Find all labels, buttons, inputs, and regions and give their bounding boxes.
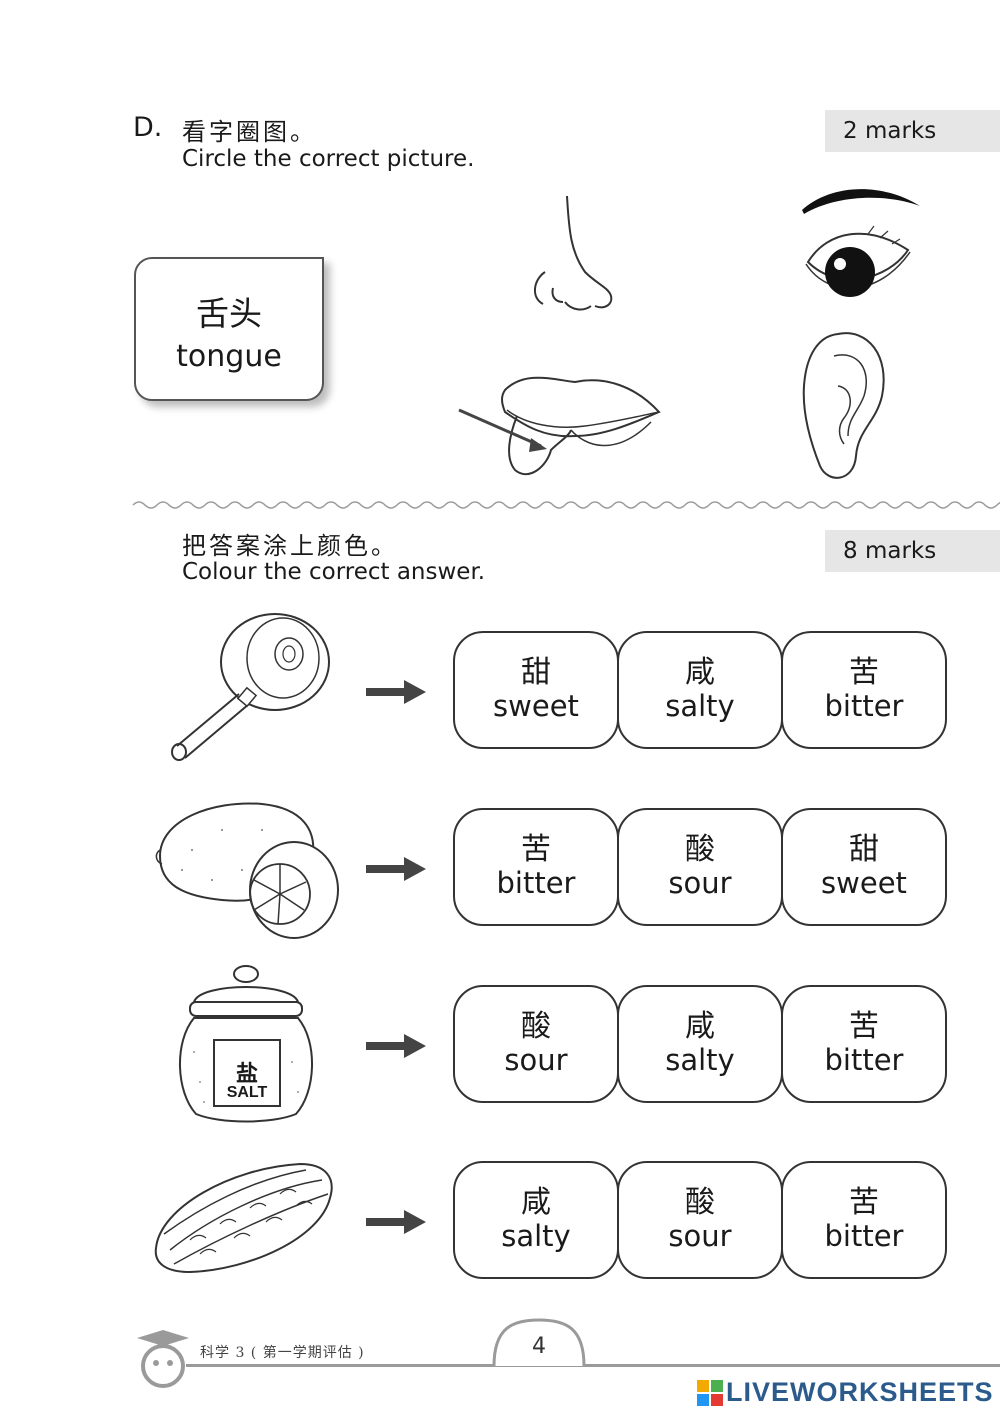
word-card: 舌头 tongue [134,257,324,401]
word-card-zh: 舌头 [196,294,262,333]
option-zh: 苦 [849,655,879,690]
section-d-title-en: Circle the correct picture. [182,146,475,172]
option-en: sweet [493,689,579,723]
salt-jar-picture [178,965,314,1123]
option-zh: 甜 [849,832,879,867]
option-en: salty [665,1043,735,1077]
jar-label-zh: 盐 [235,1062,258,1087]
option-en: sweet [821,866,907,900]
lemon-picture [155,802,339,939]
option-zh: 咸 [685,655,715,690]
option-zh: 苦 [849,1009,879,1044]
ear-picture[interactable] [798,326,893,486]
marks-badge: 2 marks [825,110,1000,152]
mouth-tongue-picture[interactable] [455,366,665,491]
arrow-right-icon [366,680,426,704]
colour-title-en: Colour the correct answer. [182,559,486,585]
brand-name: LIVEWORKSHEETS [726,1377,994,1407]
option-en: sour [668,866,732,900]
lollipop-picture [171,613,330,761]
marks-badge: 8 marks [825,530,1000,572]
option-zh: 甜 [521,655,551,690]
option-en: bitter [824,689,904,723]
option-en: sour [668,1219,732,1253]
colour-title-zh: 把答案涂上颜色。 [182,532,398,560]
option-en: bitter [824,1043,904,1077]
arrow-right-icon [366,1034,426,1058]
liveworksheets-logo-icon [697,1380,723,1406]
footer-line [186,1364,1000,1367]
section-letter: D. [133,112,163,143]
jar-label-en: SALT [226,1084,268,1101]
mascot-icon [137,1330,189,1388]
bitter-gourd-picture [154,1162,333,1274]
option-en: bitter [824,1219,904,1253]
option-zh: 咸 [685,1009,715,1044]
option-en: bitter [496,866,576,900]
option-zh: 酸 [521,1009,551,1044]
option-zh: 酸 [685,832,715,867]
book-title: 科学 3 ( 第一学期评估 ) [200,1345,365,1361]
section-d-title-zh: 看字圈图。 [182,118,317,146]
arrow-right-icon [366,1210,426,1234]
option-en: salty [501,1219,571,1253]
arrow-right-icon [366,857,426,881]
option-en: sour [504,1043,568,1077]
option-zh: 苦 [521,832,551,867]
option-zh: 酸 [685,1185,715,1220]
wavy-divider [132,501,1000,509]
page-number-tab [492,1318,586,1367]
option-en: salty [665,689,735,723]
option-zh: 咸 [521,1185,551,1220]
page-number: 4 [532,1334,546,1359]
word-card-en: tongue [176,339,282,374]
nose-picture[interactable] [525,192,625,317]
option-zh: 苦 [849,1185,879,1220]
eye-picture[interactable] [798,180,928,305]
